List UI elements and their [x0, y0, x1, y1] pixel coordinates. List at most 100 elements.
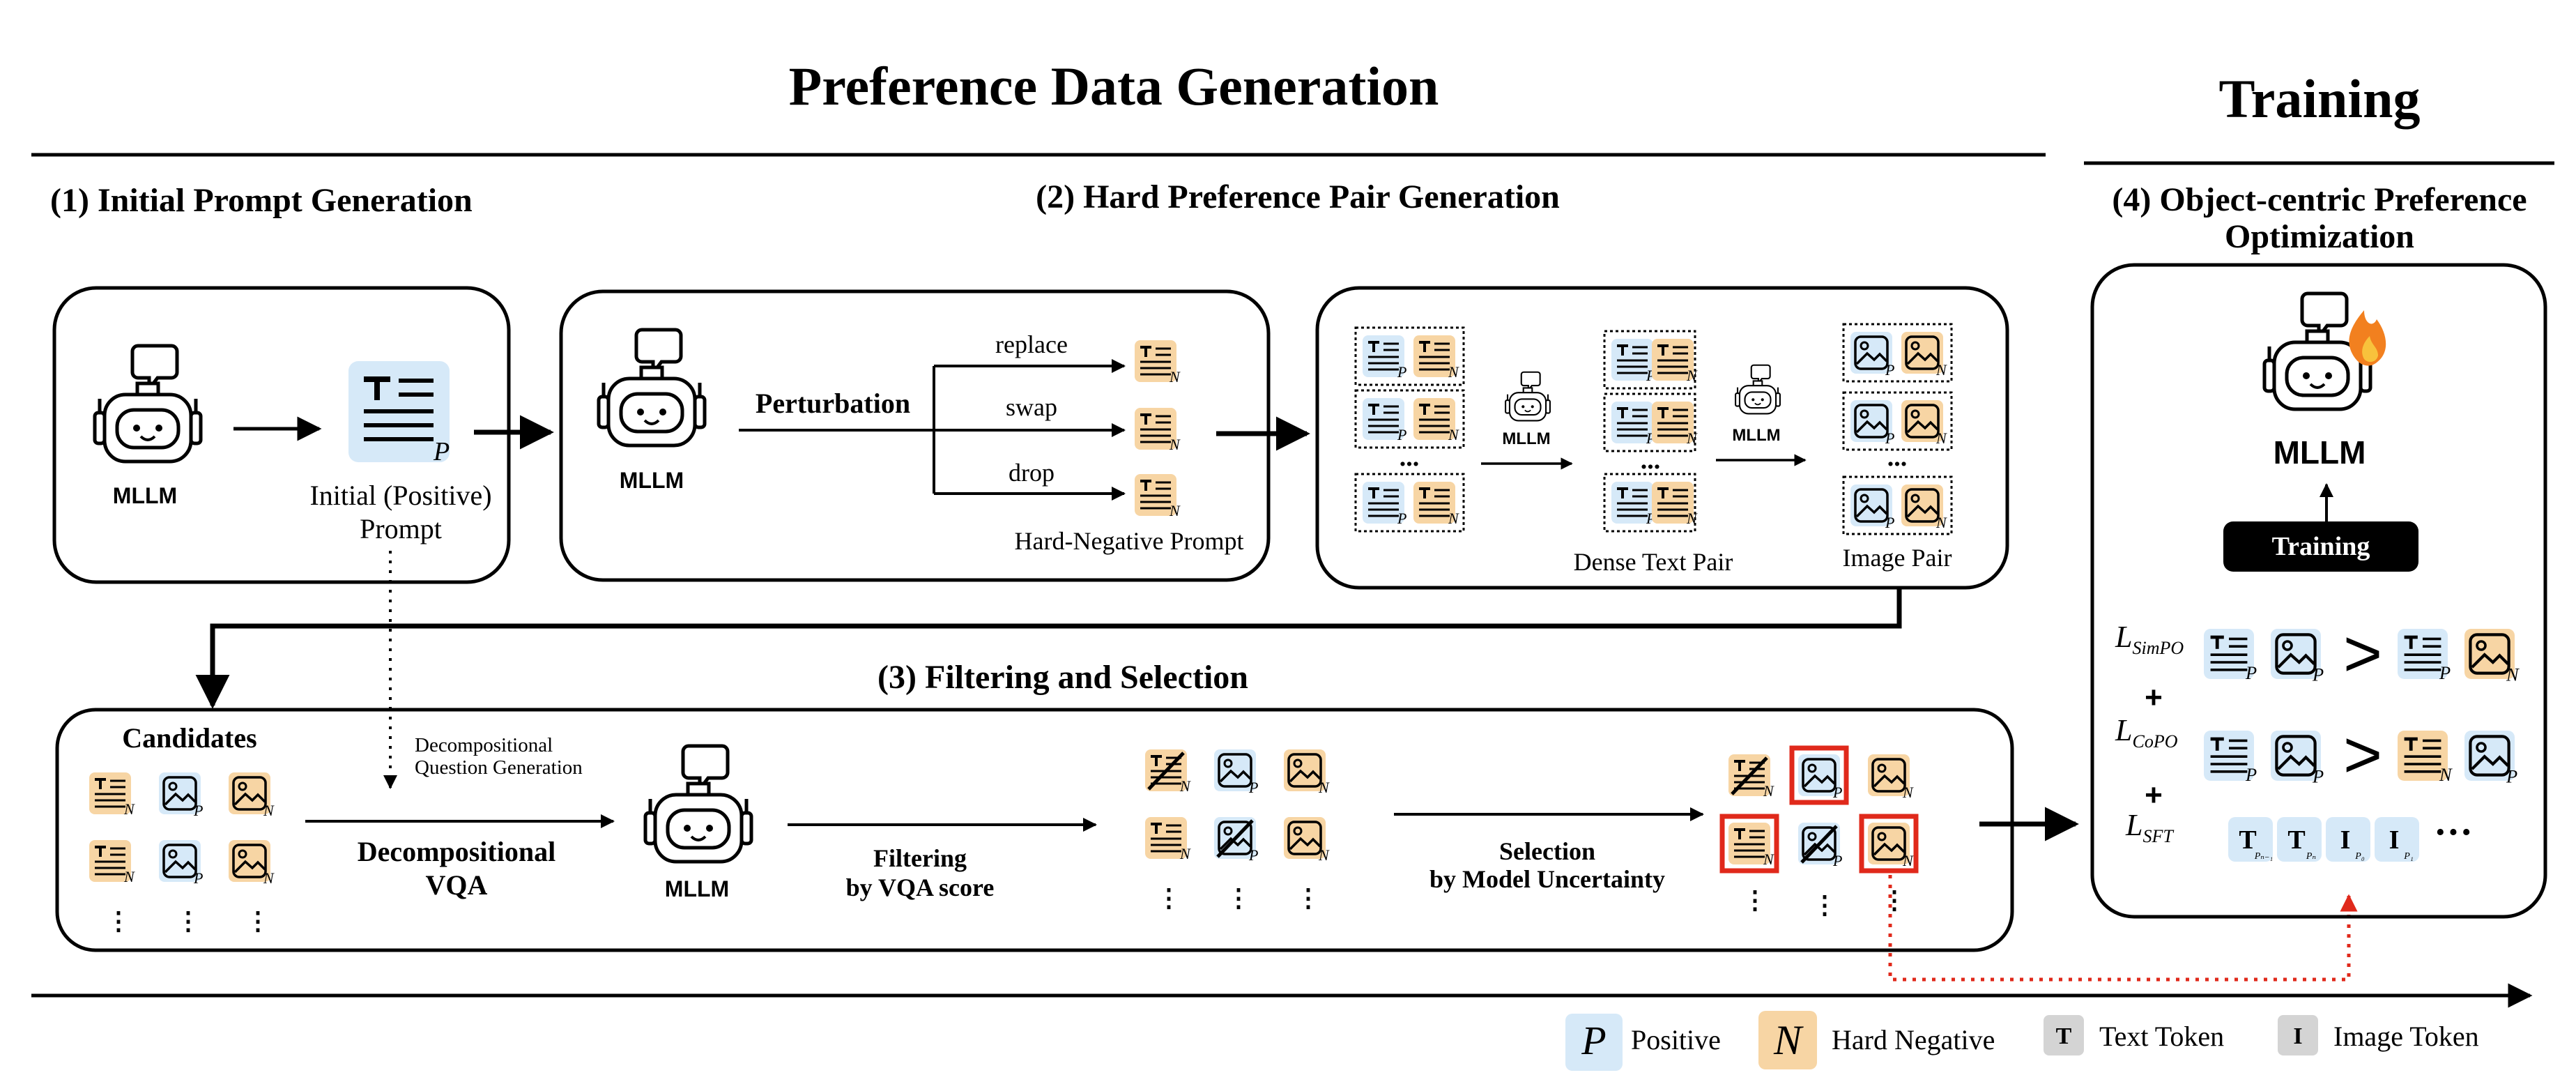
svg-text:P: P — [433, 437, 450, 466]
legend-negative-symbol: N — [1773, 1017, 1804, 1063]
token-letter: T — [2287, 825, 2305, 855]
dots: ⋮ — [1742, 886, 1768, 914]
dots: ⋮ — [1812, 891, 1837, 919]
robot-icon — [1505, 371, 1551, 422]
robot-icon — [95, 346, 201, 462]
token-sub: Pₙ — [2306, 851, 2317, 862]
section-4-title-line1: (4) Object-centric Preference — [2112, 181, 2527, 218]
image-pair-column — [1842, 323, 1953, 535]
simpo-rejected — [2398, 629, 2520, 685]
legend-text-token-swatch — [2044, 1015, 2084, 1055]
robot-icon — [645, 746, 751, 862]
copo-greater: > — [2343, 717, 2382, 792]
dense-text-pair-column — [1603, 330, 1698, 533]
section-3-title: (3) Filtering and Selection — [877, 659, 1248, 696]
op-swap-label: swap — [1006, 393, 1057, 421]
box-initial-prompt — [52, 286, 511, 584]
negative-text-icon — [1135, 408, 1181, 453]
box5-mllm-label: MLLM — [2274, 434, 2366, 471]
decomp-qgen-label-2: Question Generation — [415, 756, 583, 779]
decomp-qgen-label-1: Decompositional — [415, 734, 553, 756]
token-sub: Pₙ₋₁ — [2254, 851, 2273, 862]
initial-prompt-label-2: Prompt — [360, 513, 442, 544]
loss-copo-label: LCoPO — [2115, 713, 2178, 752]
dots: ⋮ — [1882, 886, 1907, 914]
training-button[interactable] — [2223, 521, 2418, 572]
loss-sft-label: LSFT — [2125, 808, 2174, 846]
image-pair-label: Image Pair — [1843, 544, 1952, 572]
box3-mllm-b-label: MLLM — [1732, 426, 1780, 445]
box4-mllm-label: MLLM — [665, 876, 729, 901]
negative-text-icon — [1135, 340, 1181, 386]
robot-icon — [1735, 364, 1781, 415]
legend-positive-swatch — [1565, 1014, 1623, 1071]
section-2-title: (2) Hard Preference Pair Generation — [1036, 178, 1560, 215]
plus-sign: + — [2145, 680, 2163, 715]
legend-image-token-swatch — [2278, 1015, 2318, 1055]
filtered-grid — [1145, 749, 1330, 864]
token-letter: I — [2389, 825, 2400, 855]
token-letter: I — [2340, 825, 2351, 855]
token-letter: T — [2239, 825, 2256, 855]
arrow-box3-to-candidates — [195, 588, 1902, 709]
dots: ⋮ — [106, 907, 131, 935]
fire-icon — [2349, 310, 2386, 366]
negative-text-icon — [1135, 474, 1181, 519]
dense-text-pair-label: Dense Text Pair — [1574, 548, 1733, 576]
dots: ⋮ — [176, 907, 201, 935]
token-sub: P₀ — [2354, 851, 2365, 862]
red-dotted-arrow-to-training — [1888, 875, 2358, 982]
box-training — [2090, 263, 2547, 919]
box2-mllm-label: MLLM — [620, 468, 684, 493]
dots: ⋮ — [1156, 884, 1181, 912]
token-ellipsis: ··· — [2434, 811, 2473, 854]
box-pair-generation — [1315, 286, 2009, 590]
box-filtering — [55, 708, 2014, 952]
candidates-grid — [89, 772, 275, 887]
initial-prompt-icon: P — [348, 361, 450, 466]
dots: ... — [1887, 443, 1908, 472]
dots: ⋮ — [245, 907, 270, 935]
simpo-greater: > — [2343, 616, 2382, 691]
dots: ⋮ — [1296, 884, 1321, 912]
simpo-preferred — [2204, 629, 2324, 685]
robot-icon — [599, 330, 705, 445]
perturbation-label: Perturbation — [756, 388, 910, 419]
dots: ... — [1641, 445, 1661, 475]
op-drop-label: drop — [1009, 459, 1055, 487]
legend-positive-symbol: P — [1581, 1018, 1606, 1063]
box3-mllm-a-label: MLLM — [1502, 429, 1550, 448]
prompt-pair-column — [1354, 326, 1465, 533]
op-replace-label: replace — [995, 330, 1068, 358]
legend-image-token-label: Image Token — [2333, 1021, 2479, 1052]
selection-label-1: Selection — [1499, 837, 1595, 865]
copo-preferred — [2204, 731, 2324, 786]
dots: ... — [1400, 443, 1420, 472]
section-1-title: (1) Initial Prompt Generation — [50, 182, 473, 219]
section-4-title-line2: Optimization — [2225, 218, 2414, 255]
token-sub: P₁ — [2403, 851, 2413, 862]
legend: P Positive N Hard Negative T Text Token … — [1565, 1011, 2479, 1071]
candidates-label: Candidates — [122, 722, 256, 754]
token-sequence — [2228, 817, 2419, 862]
selection-label-2: by Model Uncertainty — [1429, 865, 1665, 893]
legend-text-token-symbol: T — [2056, 1023, 2072, 1049]
filtering-label-2: by VQA score — [846, 874, 995, 901]
dots: ⋮ — [1226, 884, 1251, 912]
selected-grid — [1719, 745, 1919, 874]
box1-mllm-label: MLLM — [113, 483, 177, 508]
training-button-label: Training — [2272, 532, 2370, 561]
legend-positive-label: Positive — [1631, 1024, 1721, 1055]
filtering-label-1: Filtering — [873, 844, 967, 872]
preference-header: Preference Data Generation — [789, 56, 1439, 116]
initial-prompt-label-1: Initial (Positive) — [309, 480, 491, 511]
legend-negative-swatch — [1758, 1011, 1817, 1069]
hard-negative-label: Hard-Negative Prompt — [1015, 527, 1244, 555]
legend-negative-label: Hard Negative — [1832, 1024, 1995, 1055]
copo-rejected — [2398, 731, 2517, 786]
decomp-vqa-label-1: Decompositional — [358, 836, 555, 867]
legend-text-token-label: Text Token — [2099, 1021, 2224, 1052]
decomp-vqa-label-2: VQA — [426, 869, 488, 901]
plus-sign: + — [2145, 778, 2163, 812]
